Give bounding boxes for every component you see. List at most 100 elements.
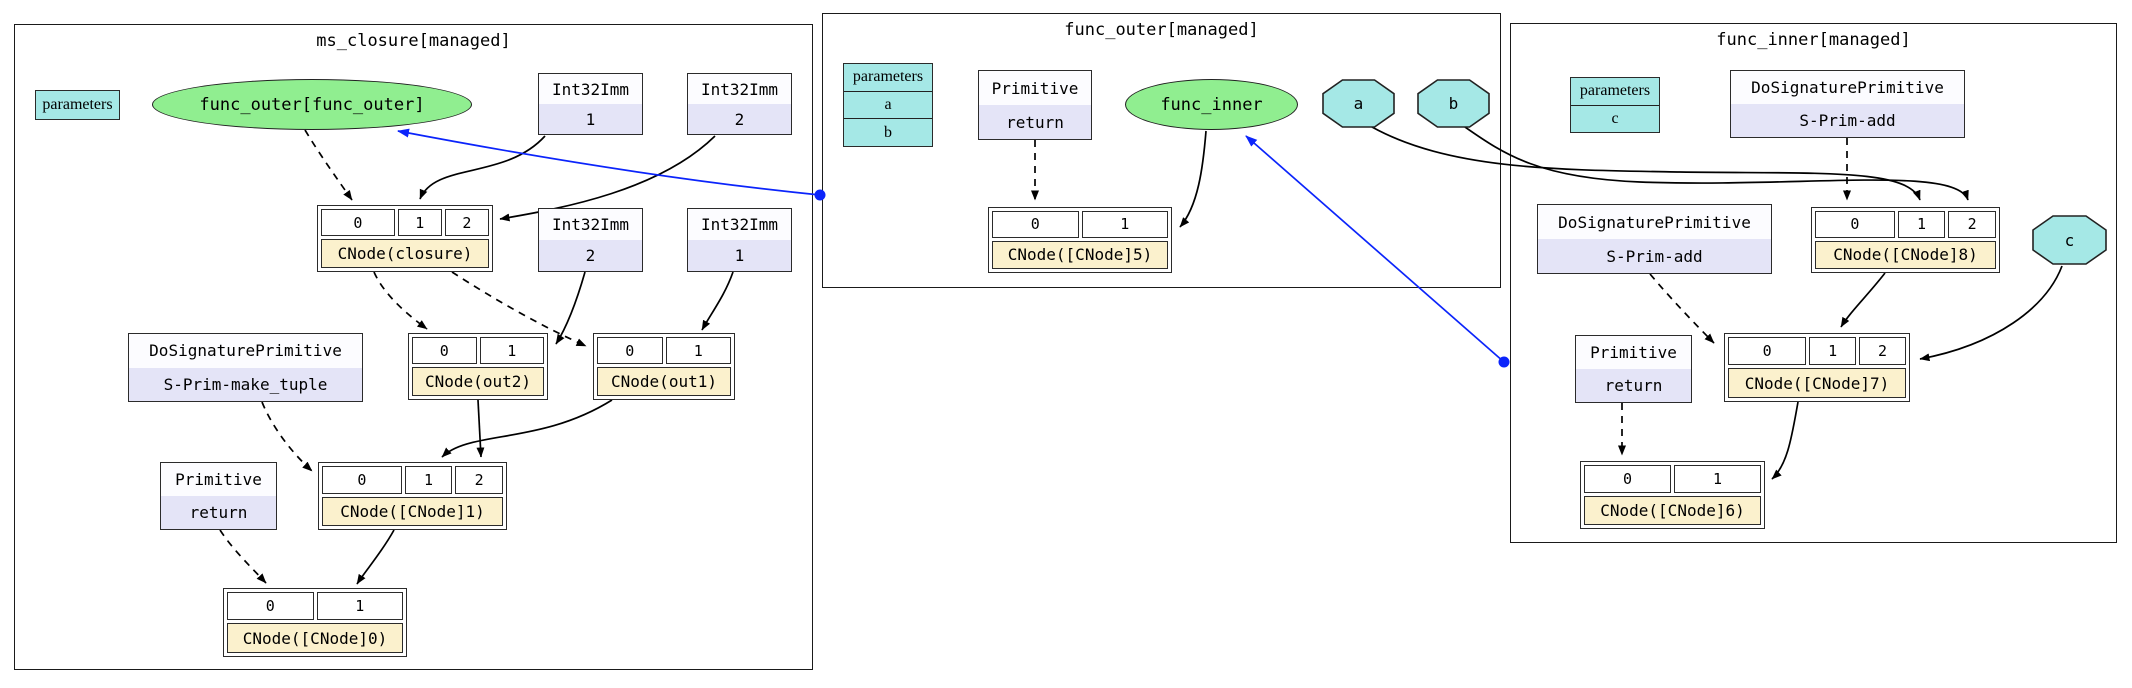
func-outer-ellipse: func_outer[func_outer] (152, 79, 472, 130)
cnode-closure-label: CNode(closure) (321, 239, 489, 268)
cluster-title-ms-closure: ms_closure[managed] (316, 31, 511, 51)
cnode-5-label: CNode([CNode]5) (992, 240, 1168, 269)
octagon-b: b (1417, 79, 1490, 128)
parameters-box-ms: parameters (35, 90, 120, 120)
primitive-return-inner-value: return (1576, 369, 1691, 402)
cnode-7-label: CNode([CNode]7) (1728, 368, 1906, 398)
octagon-a: a (1322, 79, 1395, 128)
cnode-out1-port-1: 1 (665, 337, 731, 364)
cnode-1-label: CNode([CNode]1) (322, 496, 503, 526)
parameters-table-outer-header: parameters (852, 68, 924, 86)
dosig-make-tuple-value: S-Prim-make_tuple (129, 367, 362, 401)
dosig-add-top-title: DoSignaturePrimitive (1731, 71, 1964, 104)
cnode-6-label: CNode([CNode]6) (1584, 495, 1761, 525)
cnode-out1-port-0: 0 (597, 337, 663, 364)
cnode-0-label: CNode([CNode]0) (227, 623, 403, 653)
primitive-return-inner-title: Primitive (1576, 336, 1691, 369)
cnode-1-port-1: 1 (404, 466, 453, 494)
parameters-table-inner-header: parameters (1579, 82, 1651, 100)
primitive-return-ms-title: Primitive (161, 463, 276, 496)
cnode-6-port-0: 0 (1584, 465, 1671, 493)
cnode-closure-port-0: 0 (321, 209, 395, 236)
octagon-a-label: a (1353, 94, 1364, 113)
primitive-return-outer-value: return (979, 105, 1091, 139)
int32imm-2-top-value: 2 (688, 104, 791, 134)
cnode-1-port-0: 0 (322, 466, 402, 494)
octagon-a-shape (1322, 79, 1395, 128)
octagon-c: c (2032, 215, 2107, 265)
cnode-8-port-1: 1 (1897, 211, 1946, 238)
int32imm-2-mid-value: 2 (539, 240, 642, 271)
parameters-table-outer-row-b: b (844, 118, 932, 146)
cluster-title-func-outer: func_outer[managed] (1064, 20, 1259, 40)
parameters-table-inner: parameters c (1570, 77, 1660, 133)
cnode-6-port-1: 1 (1674, 465, 1761, 493)
dosig-add-top-value: S-Prim-add (1731, 104, 1964, 137)
parameters-table-outer-row-a: a (844, 90, 932, 119)
cnode-8-label: CNode([CNode]8) (1815, 240, 1996, 269)
dosig-make-tuple-title: DoSignaturePrimitive (129, 334, 362, 368)
func-inner-ellipse: func_inner (1125, 79, 1298, 130)
cnode-7-port-1: 1 (1809, 337, 1857, 365)
octagon-b-label: b (1448, 94, 1459, 113)
int32imm-1-top-title: Int32Imm (539, 74, 642, 104)
dosig-add-left-value: S-Prim-add (1538, 239, 1771, 273)
octagon-c-shape (2032, 215, 2107, 265)
cnode-out2-label: CNode(out2) (412, 367, 544, 396)
primitive-return-outer-title: Primitive (979, 71, 1091, 105)
cnode-5-port-0: 0 (992, 211, 1079, 238)
cnode-7-port-0: 0 (1728, 337, 1807, 365)
edge-origin-dot-cluster-func-inner (1498, 356, 1510, 368)
int32imm-2-top-title: Int32Imm (688, 74, 791, 104)
octagon-b-shape (1417, 79, 1490, 128)
cnode-out2-port-0: 0 (412, 337, 477, 364)
cnode-7-port-2: 2 (1859, 337, 1906, 365)
cnode-1-port-2: 2 (455, 466, 503, 494)
cnode-8-port-0: 0 (1815, 211, 1895, 238)
cnode-closure-port-1: 1 (397, 209, 442, 236)
cnode-5-port-1: 1 (1081, 211, 1168, 238)
int32imm-1-mid-value: 1 (688, 240, 791, 271)
parameters-table-inner-row-c: c (1571, 104, 1659, 133)
octagon-c-label: c (2064, 230, 2075, 250)
cluster-title-func-inner: func_inner[managed] (1716, 30, 1911, 50)
cnode-out1-label: CNode(out1) (597, 367, 731, 396)
int32imm-1-mid-title: Int32Imm (688, 209, 791, 240)
cnode-closure-port-2: 2 (444, 209, 489, 236)
cnode-0-port-0: 0 (227, 592, 314, 620)
cnode-0-port-1: 1 (316, 592, 403, 620)
int32imm-2-mid-title: Int32Imm (539, 209, 642, 240)
int32imm-1-top-value: 1 (539, 104, 642, 134)
cnode-8-port-2: 2 (1948, 211, 1996, 238)
